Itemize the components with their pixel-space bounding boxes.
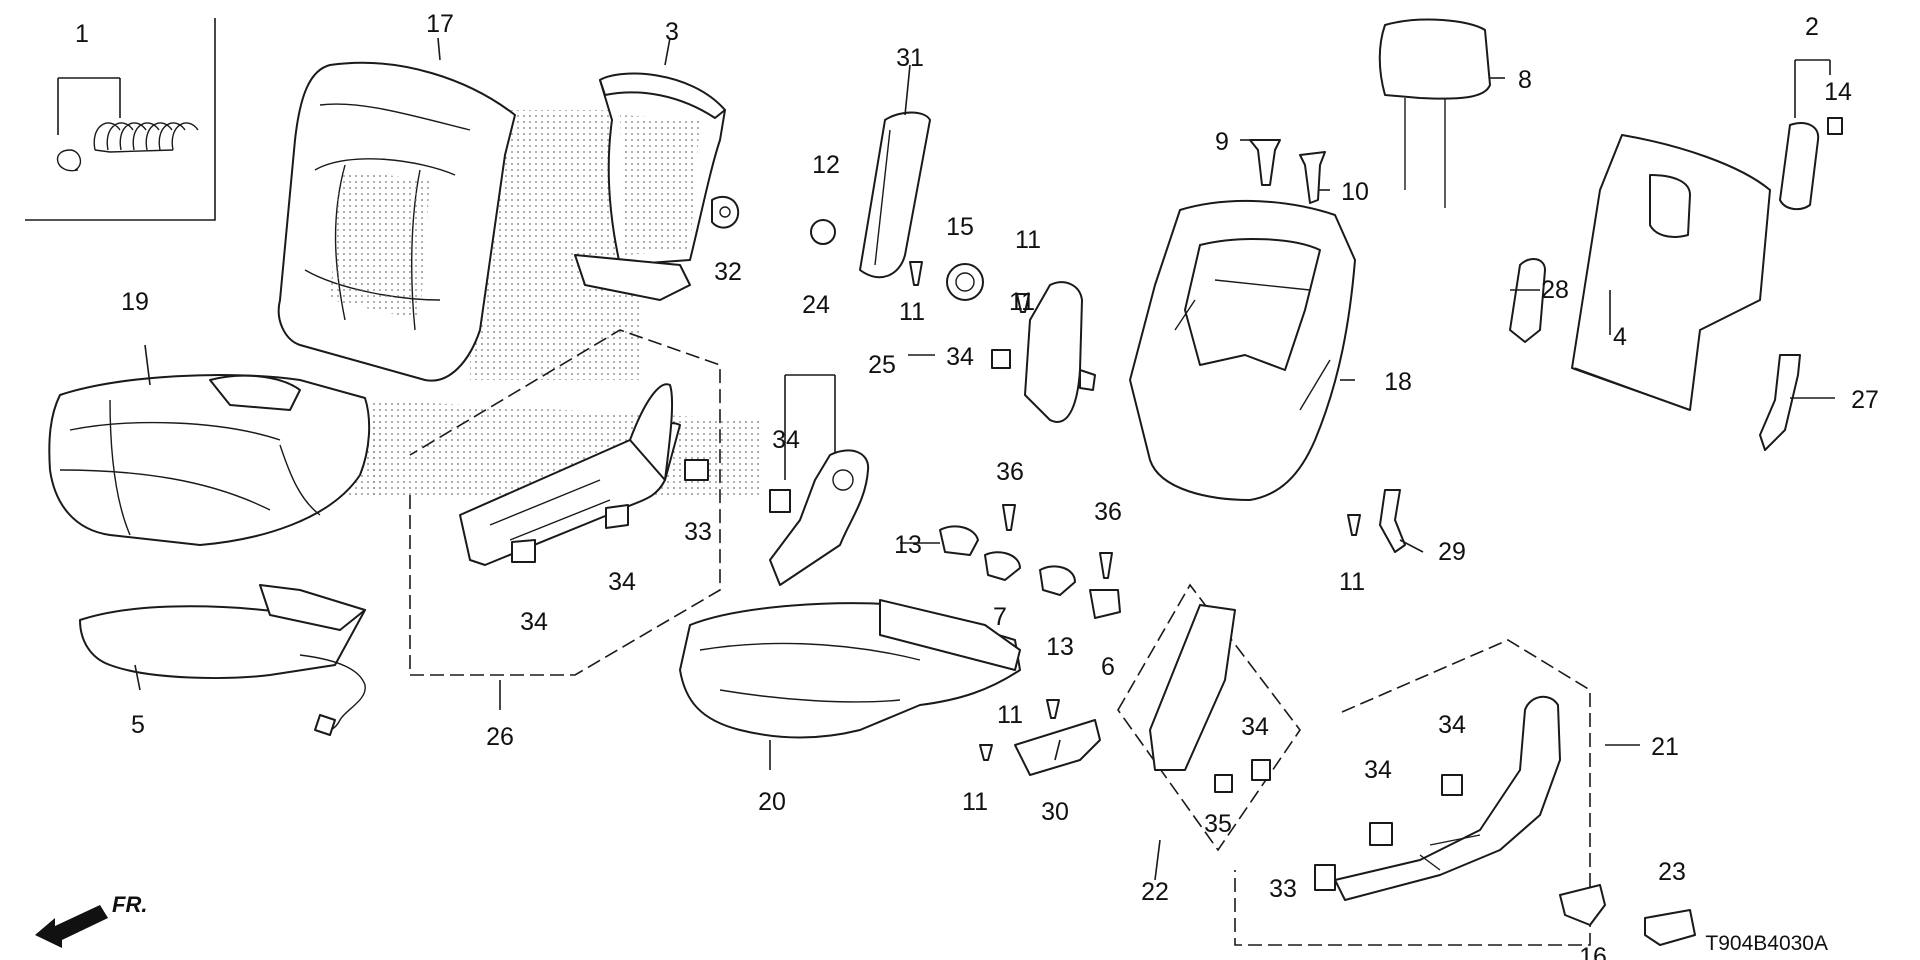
callout-4: 4 <box>1613 323 1627 351</box>
ring-15 <box>946 263 984 301</box>
callout-34-b: 34 <box>772 426 800 454</box>
bracket-24 <box>769 374 870 586</box>
seatback-frame-18 <box>1129 199 1356 501</box>
side-cover-25 <box>991 281 1096 423</box>
callout-16: 16 <box>1579 943 1607 960</box>
callout-33-b: 33 <box>1269 875 1297 903</box>
seatback-cover <box>277 61 640 382</box>
side-trim-group-21 <box>1234 639 1591 946</box>
clip-32 <box>711 195 740 229</box>
callout-34-a: 34 <box>946 343 974 371</box>
callout-22: 22 <box>1141 878 1169 906</box>
callout-13-b: 13 <box>1046 633 1074 661</box>
callout-1: 1 <box>75 20 89 48</box>
callout-17: 17 <box>426 10 454 38</box>
callout-11-f: 11 <box>1009 288 1035 316</box>
callout-31: 31 <box>896 44 924 72</box>
callout-35: 35 <box>1204 810 1232 838</box>
callout-24: 24 <box>802 291 830 319</box>
callout-29: 29 <box>1438 538 1466 566</box>
headrest-guides <box>1249 139 1326 204</box>
back-panel-trim <box>574 72 726 301</box>
callout-11-b: 11 <box>899 298 925 326</box>
callout-34-g: 34 <box>1364 756 1392 784</box>
back-board-4 <box>1571 134 1771 411</box>
callout-2: 2 <box>1805 13 1819 41</box>
callout-5: 5 <box>131 711 145 739</box>
seat-cushion-frame-20 <box>679 599 1021 739</box>
callout-12: 12 <box>812 151 840 179</box>
armrest-trim-31 <box>859 111 931 279</box>
clips-6-7-13 <box>939 525 1121 619</box>
headrest <box>1378 18 1491 208</box>
callout-9: 9 <box>1215 128 1229 156</box>
inset-spring-box <box>25 18 216 221</box>
callout-21: 21 <box>1651 733 1679 761</box>
recliner-lever-2 <box>1779 59 1843 211</box>
callout-7: 7 <box>993 603 1007 631</box>
trim-28 <box>1509 258 1546 343</box>
callout-14: 14 <box>1824 78 1852 106</box>
trim-panel-group-26 <box>409 329 721 676</box>
callout-13-a: 13 <box>894 531 922 559</box>
screws <box>909 261 1361 761</box>
callout-33-a: 33 <box>684 518 712 546</box>
front-direction-arrow-icon <box>35 905 108 948</box>
cover-group-22 <box>1117 583 1301 852</box>
seat-heater-pad <box>79 584 366 736</box>
trim-29 <box>1379 489 1406 553</box>
cap-12 <box>810 219 836 245</box>
end-cap-16 <box>1559 884 1606 926</box>
callout-19: 19 <box>121 288 149 316</box>
callout-34-d: 34 <box>520 608 548 636</box>
callout-numbers: 1 2 14 17 3 31 8 9 10 12 32 15 11 11 28 … <box>75 10 1879 960</box>
callout-25: 25 <box>868 351 896 379</box>
callout-15: 15 <box>946 213 974 241</box>
callout-36-a: 36 <box>996 458 1024 486</box>
callout-11-c: 11 <box>1339 568 1365 596</box>
leader-lines <box>134 37 1835 881</box>
trim-27 <box>1759 354 1801 451</box>
callout-11-e: 11 <box>962 788 988 816</box>
end-cap-23 <box>1644 909 1696 946</box>
callout-32: 32 <box>714 258 742 286</box>
callout-28: 28 <box>1541 276 1569 304</box>
callout-36-b: 36 <box>1094 498 1122 526</box>
spring-coil <box>93 122 199 153</box>
callout-27: 27 <box>1851 386 1879 414</box>
callout-11-a: 11 <box>1015 226 1041 254</box>
callout-18: 18 <box>1384 368 1412 396</box>
callout-11-d: 11 <box>997 701 1023 729</box>
callout-10: 10 <box>1341 178 1369 206</box>
callout-34-e: 34 <box>1241 713 1269 741</box>
callout-8: 8 <box>1518 66 1532 94</box>
drawing-code: T904B4030A <box>1705 932 1828 955</box>
callout-3: 3 <box>665 18 679 46</box>
callout-20: 20 <box>758 788 786 816</box>
callout-34-c: 34 <box>608 568 636 596</box>
callout-6: 6 <box>1101 653 1115 681</box>
callout-23: 23 <box>1658 858 1686 886</box>
callout-30: 30 <box>1041 798 1069 826</box>
callout-34-f: 34 <box>1438 711 1466 739</box>
callout-26: 26 <box>486 723 514 751</box>
front-direction-label: FR. <box>112 892 147 917</box>
